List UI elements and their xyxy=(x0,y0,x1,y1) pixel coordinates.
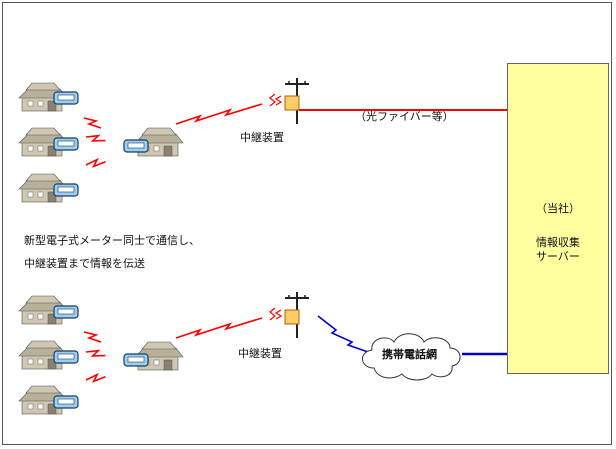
wireless-signal-icon xyxy=(85,368,107,389)
wireless-signal-icon xyxy=(85,130,107,148)
description-line-1: 新型電子式メーター同士で通信し、 xyxy=(24,234,200,247)
description-line-2: 中継装置まで情報を伝送 xyxy=(24,257,145,270)
cloud-icon xyxy=(362,333,461,381)
wireless-signal-icon xyxy=(85,345,107,363)
fiber-label: （光ファイバー等） xyxy=(355,110,454,123)
meter-bottom-2 xyxy=(53,350,79,364)
wireless-signal-icon xyxy=(83,117,102,129)
relay-label-top: 中継装置 xyxy=(240,131,284,144)
server-label-line-1: 情報収集 xyxy=(536,236,580,249)
meter-bottom-hub xyxy=(123,353,149,367)
server-company-label: （当社） xyxy=(536,202,580,215)
meter-bottom-3 xyxy=(53,395,79,409)
mobile-wireless-link xyxy=(317,315,369,353)
meter-top-hub xyxy=(123,139,149,153)
cloud-label: 携帯電話網 xyxy=(382,348,437,361)
meter-top-1 xyxy=(53,91,79,105)
relay-label-bottom: 中継装置 xyxy=(238,347,282,360)
data-collection-server: （当社） 情報収集 サーバー xyxy=(507,63,609,374)
relay-device-top xyxy=(269,77,310,125)
server-label-line-2: サーバー xyxy=(536,250,580,263)
relay-device-bottom xyxy=(269,291,310,339)
meter-top-3 xyxy=(53,183,79,197)
meter-top-2 xyxy=(53,137,79,151)
wireless-signal-icon xyxy=(83,331,102,343)
wireless-link-to-relay xyxy=(175,103,263,125)
wireless-signal-icon xyxy=(85,153,107,174)
wireless-link-to-relay xyxy=(175,317,263,339)
diagram-frame xyxy=(2,2,612,445)
meter-bottom-1 xyxy=(53,305,79,319)
